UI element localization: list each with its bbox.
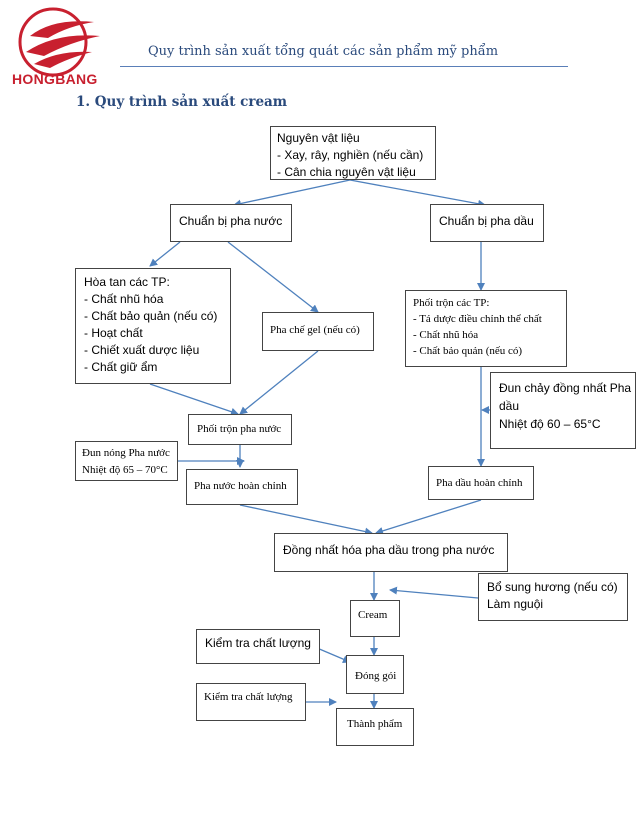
dissolve-item: - Chất giữ ẩm	[84, 360, 158, 374]
oil-phase-done-label: Pha dầu hoàn chỉnh	[436, 477, 523, 489]
brand-name: HONGBANG	[12, 71, 98, 87]
raw-materials-box: Nguyên vật liệu - Xay, rây, nghiền (nếu …	[270, 126, 436, 180]
oil-melt-note-line: Nhiệt độ 60 – 65°C	[499, 417, 601, 431]
oil-mix-item: - Tá dược điều chỉnh thể chất	[413, 313, 542, 325]
dissolve-item: - Chất nhũ hóa	[84, 292, 164, 306]
arrow-waterdone-to-homog	[239, 504, 373, 536]
raw-materials-item: - Cân chia nguyên vật liệu	[277, 165, 416, 179]
water-phase-prep-label: Chuẩn bị pha nước	[179, 214, 283, 228]
arrow-qc1-to-pack	[316, 647, 351, 663]
homogenize-label: Đồng nhất hóa pha dầu trong pha nước	[283, 543, 495, 557]
arrow-raw-to-oil	[349, 179, 486, 208]
fragrance-note-box: Bổ sung hương (nếu có) Làm nguội	[478, 573, 628, 621]
cream-box: Cream	[350, 600, 400, 637]
water-phase-prep-box: Chuẩn bị pha nước	[170, 204, 292, 242]
arrow-dissolve-to-watermix	[149, 383, 239, 416]
water-heat-note-line: Nhiệt độ 65 – 70°C	[82, 464, 168, 476]
arrow-fragrance-to-cream	[389, 586, 479, 599]
arrow-raw-to-water	[233, 179, 351, 208]
header-divider	[120, 66, 568, 67]
water-phase-done-box: Pha nước hoàn chỉnh	[186, 469, 298, 505]
cream-label: Cream	[358, 609, 388, 621]
dissolve-item: - Hoạt chất	[84, 326, 143, 340]
dissolve-title: Hòa tan các TP:	[84, 275, 170, 289]
quality-check-label: Kiểm tra chất lượng	[204, 691, 293, 703]
quality-check-box-1: Kiểm tra chất lượng	[196, 629, 320, 664]
arrow-water-to-gel	[227, 241, 319, 313]
raw-materials-item: - Xay, rây, nghiền (nếu cần)	[277, 148, 424, 162]
oil-mix-item: - Chất nhũ hóa	[413, 329, 479, 341]
oil-mix-box: Phối trộn các TP: - Tá dược điều chỉnh t…	[405, 290, 567, 367]
quality-check-box-2: Kiểm tra chất lượng	[196, 683, 306, 721]
page-header-title: Quy trình sản xuất tổng quát các sản phẩ…	[148, 44, 499, 59]
arrow-oildone-to-homog	[375, 499, 482, 535]
dissolve-item: - Chất bảo quản (nếu có)	[84, 309, 218, 323]
oil-phase-prep-label: Chuẩn bị pha dầu	[439, 214, 534, 228]
oil-phase-done-box: Pha dầu hoàn chỉnh	[428, 466, 534, 500]
oil-melt-note-box: Đun chảy đồng nhất Pha dầu Nhiệt độ 60 –…	[490, 372, 636, 449]
water-mix-box: Phối trộn pha nước	[188, 414, 292, 445]
dissolve-item: - Chiết xuất dược liệu	[84, 343, 200, 357]
section-title: 1. Quy trình sản xuất cream	[76, 94, 288, 110]
oil-melt-note-line: Đun chảy đồng nhất Pha	[499, 381, 632, 395]
gel-prep-box: Pha chế gel (nếu có)	[262, 312, 374, 351]
water-mix-label: Phối trộn pha nước	[197, 423, 282, 435]
gel-prep-label: Pha chế gel (nếu có)	[270, 324, 360, 336]
water-phase-done-label: Pha nước hoàn chỉnh	[194, 480, 287, 492]
homogenize-box: Đồng nhất hóa pha dầu trong pha nước	[274, 533, 508, 572]
oil-mix-item: - Chất bảo quản (nếu có)	[413, 345, 523, 357]
oil-phase-prep-box: Chuẩn bị pha dầu	[430, 204, 544, 242]
fragrance-note-line: Bổ sung hương (nếu có)	[487, 580, 618, 594]
oil-melt-note-line: dầu	[499, 399, 520, 413]
arrow-gel-to-watermix	[239, 350, 319, 415]
hongbang-logo-icon	[18, 7, 100, 77]
quality-check-label: Kiểm tra chất lượng	[205, 636, 311, 650]
packaging-box: Đóng gói	[346, 655, 404, 694]
packaging-label: Đóng gói	[355, 670, 397, 682]
arrow-water-to-dissolve	[149, 241, 181, 267]
finished-product-box: Thành phẩm	[336, 708, 414, 746]
water-heat-note-line: Đun nóng Pha nước	[82, 447, 170, 459]
dissolve-ingredients-box: Hòa tan các TP: - Chất nhũ hóa - Chất bả…	[75, 268, 231, 384]
oil-mix-title: Phối trộn các TP:	[413, 297, 490, 309]
raw-materials-title: Nguyên vật liệu	[277, 131, 360, 145]
finished-product-label: Thành phẩm	[347, 718, 403, 730]
fragrance-note-line: Làm nguội	[487, 597, 544, 611]
water-heat-note-box: Đun nóng Pha nước Nhiệt độ 65 – 70°C	[75, 441, 178, 481]
